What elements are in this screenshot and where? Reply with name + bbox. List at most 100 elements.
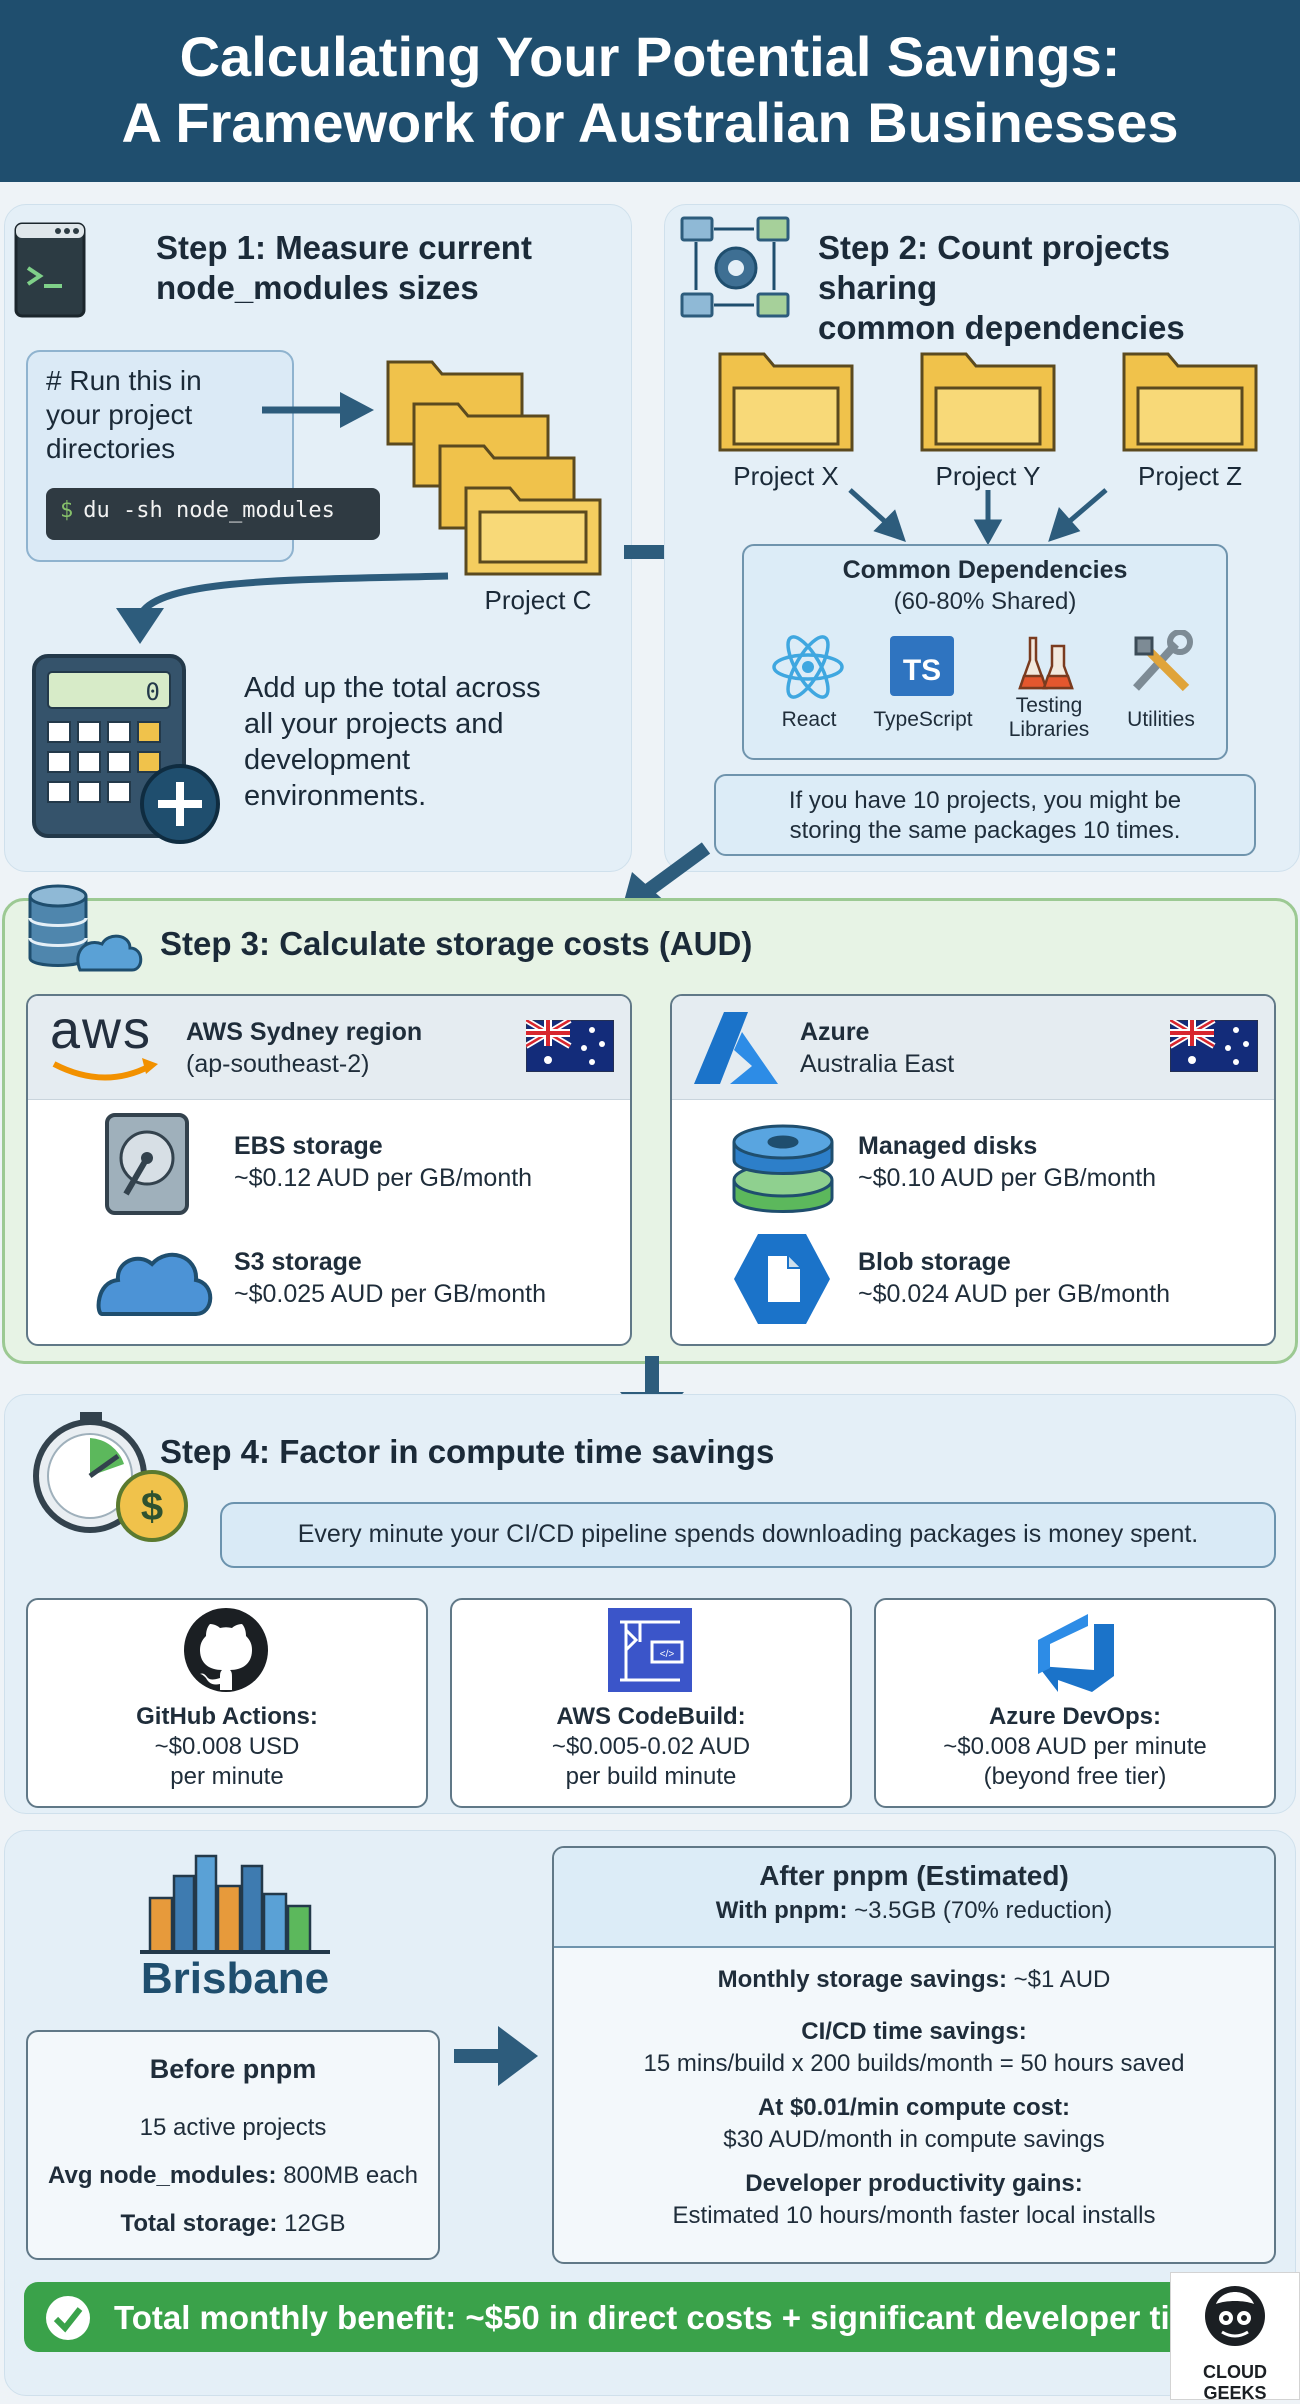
aws-smile-icon: [52, 1058, 158, 1081]
stopwatch-dollar-icon: $: [33, 1412, 188, 1542]
step2-title: Step 2: Count projects sharing common de…: [818, 228, 1298, 348]
project-y-folder-icon: [920, 352, 1056, 452]
testing-label-line1: Testing: [1015, 694, 1083, 717]
step1-summary: Add up the total across all your project…: [244, 670, 624, 814]
arrow-before-to-after: [454, 2026, 538, 2086]
hard-drive-icon: [105, 1113, 189, 1215]
project-z-label: Project Z: [1137, 461, 1243, 491]
dev-productivity-value: Estimated 10 hours/month faster local in…: [672, 2202, 1156, 2229]
before-pnpm-title: Before pnpm: [149, 2054, 317, 2084]
arrow-to-folders: [262, 392, 374, 428]
azure-devops-info: Azure DevOps: ~$0.008 AUD per minute (be…: [874, 1702, 1276, 1792]
testing-libraries-label: Testing Libraries: [994, 694, 1104, 742]
react-icon: [772, 635, 844, 699]
comment-line1: # Run this in: [46, 365, 202, 396]
github-icon: [184, 1608, 268, 1692]
page-header: Calculating Your Potential Savings: A Fr…: [0, 0, 1300, 182]
project-x-label: Project X: [733, 461, 839, 491]
utilities-tools-icon: [1133, 630, 1193, 692]
terminal-icon: [14, 222, 86, 318]
managed-disks-price: ~$0.10 AUD per GB/month: [858, 1164, 1157, 1192]
before-avg-label: Avg node_modules:: [48, 2162, 277, 2189]
blob-storage-title: Blob storage: [858, 1248, 1011, 1276]
after-pnpm-details: Monthly storage savings: ~$1 AUD CI/CD t…: [552, 1964, 1276, 2232]
azure-devops-price: ~$0.008 AUD per minute: [943, 1733, 1207, 1760]
before-total-label: Total storage:: [120, 2210, 278, 2237]
storage-savings-label: Monthly storage savings:: [717, 1966, 1007, 1993]
github-actions-price: ~$0.008 USD: [154, 1733, 300, 1760]
blob-storage-icon: [734, 1234, 830, 1324]
calculator-icon: 0: [32, 654, 220, 844]
managed-disks-info: Managed disks ~$0.10 AUD per GB/month: [858, 1130, 1156, 1194]
storage-savings-row: Monthly storage savings: ~$1 AUD: [552, 1964, 1276, 1996]
step3-title: Step 3: Calculate storage costs (AUD): [160, 925, 753, 962]
command-snippet[interactable]: $du -sh node_modules: [46, 488, 380, 540]
svg-text:$: $: [141, 1485, 163, 1529]
page-title-line2: A Framework for Australian Businesses: [121, 91, 1179, 154]
note-line1: If you have 10 projects, you might be: [788, 787, 1182, 814]
blob-storage-price: ~$0.024 AUD per GB/month: [858, 1280, 1170, 1308]
azure-name: Azure: [800, 1018, 870, 1046]
aws-region-name: AWS Sydney region: [186, 1018, 423, 1046]
azure-devops-unit: (beyond free tier): [983, 1763, 1167, 1790]
step2-note: If you have 10 projects, you might be st…: [714, 774, 1256, 856]
after-with-row: With pnpm: ~3.5GB (70% reduction): [552, 1894, 1276, 1928]
s3-title: S3 storage: [234, 1248, 362, 1276]
common-deps-subtitle: (60-80% Shared): [893, 588, 1077, 615]
cloud-geeks-brand: CLOUD GEEKS: [1203, 2362, 1267, 2403]
testing-label-line2: Libraries: [1008, 718, 1090, 741]
before-avg-row: Avg node_modules: 800MB each: [26, 2152, 440, 2200]
total-benefit-banner: [24, 2282, 1272, 2352]
project-c-label: Project C: [484, 585, 592, 615]
city-name: Brisbane: [140, 1954, 330, 2003]
ebs-info: EBS storage ~$0.12 AUD per GB/month: [234, 1130, 532, 1194]
aws-codebuild-price: ~$0.005-0.02 AUD: [551, 1733, 751, 1760]
cloud-geeks-logo-icon: [1205, 2286, 1265, 2346]
project-z-folder-icon: [1122, 352, 1258, 452]
after-pnpm-title: After pnpm (Estimated): [759, 1860, 1069, 1891]
managed-disk-icon: [732, 1124, 834, 1213]
aws-logo: aws: [50, 1000, 153, 1060]
summary-line3: development: [244, 744, 411, 776]
before-total-row: Total storage: 12GB: [26, 2200, 440, 2248]
dev-productivity-title: Developer productivity gains:: [745, 2170, 1083, 2197]
github-actions-name: GitHub Actions:: [136, 1703, 318, 1730]
command-text: du -sh node_modules: [83, 498, 335, 523]
step2-title-line2: common dependencies: [818, 309, 1185, 346]
managed-disks-title: Managed disks: [858, 1132, 1038, 1160]
before-pnpm-card: [26, 2030, 440, 2260]
note-line2: storing the same packages 10 times.: [789, 817, 1181, 844]
step1-title: Step 1: Measure current node_modules siz…: [156, 228, 616, 308]
blob-storage-info: Blob storage ~$0.024 AUD per GB/month: [858, 1246, 1170, 1310]
after-pnpm-card: [552, 1846, 1276, 2264]
aws-codebuild-name: AWS CodeBuild:: [556, 1703, 746, 1730]
typescript-badge-text: TS: [903, 654, 941, 687]
s3-cloud-icon: [96, 1252, 213, 1316]
cicd-savings-value: 15 mins/build x 200 builds/month = 50 ho…: [643, 2050, 1185, 2077]
project-x-folder-icon: [718, 352, 854, 452]
github-actions-unit: per minute: [170, 1763, 284, 1790]
before-avg-value: 800MB each: [283, 2162, 418, 2189]
svg-text:</>: </>: [660, 1649, 675, 1660]
compute-cost-value: $30 AUD/month in compute savings: [723, 2126, 1105, 2153]
before-projects: 15 active projects: [139, 2114, 327, 2141]
step1-title-line1: Step 1: Measure current: [156, 229, 532, 266]
aws-region-info: AWS Sydney region (ap-southeast-2): [186, 1016, 422, 1080]
database-cloud-icon: [28, 884, 143, 972]
australia-flag-icon: [526, 1020, 614, 1072]
calculator-display: 0: [146, 678, 160, 706]
command-comment: # Run this in your project directories: [46, 364, 286, 466]
comment-line3: directories: [46, 433, 176, 464]
project-y-label: Project Y: [935, 461, 1041, 491]
step1-title-line2: node_modules sizes: [156, 269, 479, 306]
azure-region: Australia East: [800, 1050, 955, 1078]
common-deps-title: Common Dependencies: [842, 556, 1128, 584]
typescript-label: TypeScript: [873, 708, 973, 731]
workflow-gear-icon: [680, 216, 790, 318]
check-circle-icon: [46, 2296, 90, 2340]
compute-cost-title: At $0.01/min compute cost:: [757, 2094, 1071, 2121]
s3-info: S3 storage ~$0.025 AUD per GB/month: [234, 1246, 546, 1310]
azure-devops-icon: [1038, 1614, 1114, 1692]
step4-title: Step 4: Factor in compute time savings: [160, 1433, 775, 1470]
before-total-value: 12GB: [284, 2210, 346, 2237]
